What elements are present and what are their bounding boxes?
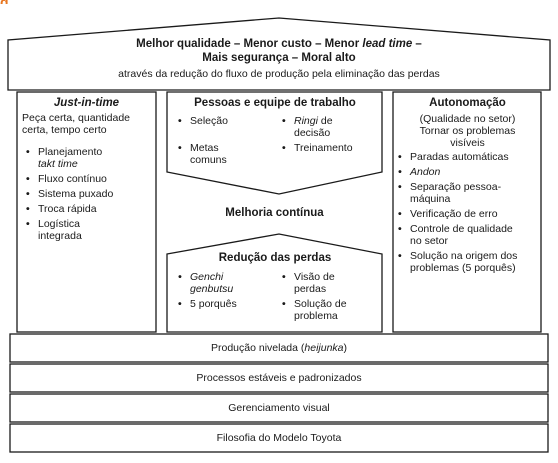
foundation-text: Produção nivelada ( <box>210 342 305 354</box>
list-item: Seleção <box>176 115 266 127</box>
right-pillar-title: Autonomação <box>429 97 506 109</box>
list-item: Genchi genbutsu <box>176 271 245 295</box>
roof-outline <box>7 17 551 91</box>
list-item: Controle de qualidade no setor <box>396 223 522 247</box>
waste-list-2: Visão de perdas Solução de problema <box>280 271 375 325</box>
list-item: 5 porquês <box>176 298 271 310</box>
continuous-improvement-label: Melhoria contínua <box>225 207 324 219</box>
item-text: de decisão <box>294 115 333 139</box>
roof-subtitle: através da redução do fluxo de produção … <box>118 68 440 80</box>
list-item: Separação pessoa-máquina <box>396 181 505 205</box>
list-item: Andon <box>396 166 539 178</box>
list-item: Verificação de erro <box>396 208 539 220</box>
left-pillar: Just-in-time Peça certa, quantidade cert… <box>20 97 153 245</box>
waste-box: Redução das perdas Genchi genbutsu 5 por… <box>170 252 380 331</box>
right-pillar-list: Paradas automáticas Andon Separação pess… <box>396 151 539 274</box>
foundation-text-italic: heijunka <box>304 342 344 354</box>
right-pillar-intro-1: (Qualidade no setor) <box>419 113 516 125</box>
people-title: Pessoas e equipe de trabalho <box>194 97 356 109</box>
foundation-text: ) <box>343 342 348 354</box>
people-box: Pessoas e equipe de trabalho Seleção Met… <box>170 97 380 175</box>
foundation-row-2 <box>9 363 549 393</box>
waste-title: Redução das perdas <box>218 252 332 264</box>
roof-line-1-c: – <box>412 38 422 50</box>
roof-line-1: Melhor qualidade – Menor custo – Menor l… <box>20 37 538 51</box>
roof-line-1-b: lead time <box>362 38 413 50</box>
waste-list-1: Genchi genbutsu 5 porquês <box>176 271 271 313</box>
list-item: Logística integrada <box>24 218 108 242</box>
list-item: Troca rápida <box>24 203 153 215</box>
list-item: Ringi de decisão <box>280 115 344 139</box>
cropped-title: g <box>0 0 60 4</box>
list-item: Solução de problema <box>280 298 364 322</box>
item-text-italic: Ringi <box>294 115 318 127</box>
list-item: Fluxo contínuo <box>24 173 153 185</box>
left-pillar-title: Just-in-time <box>53 97 120 109</box>
list-item: Metas comuns <box>176 142 230 166</box>
list-item: Visão de perdas <box>280 271 349 295</box>
item-text: Planejamento <box>38 146 103 158</box>
foundation-row-4 <box>9 423 549 453</box>
foundation-row-1 <box>9 333 549 363</box>
foundation-label-1: Produção nivelada (heijunka) <box>10 342 548 354</box>
list-item: Solução na origem dos problemas (5 porqu… <box>396 250 522 274</box>
people-list-1: Seleção Metas comuns <box>176 115 266 169</box>
list-item: Paradas automáticas <box>396 151 539 163</box>
right-pillar: Autonomação (Qualidade no setor) Tornar … <box>396 97 539 277</box>
roof-line-2: Mais segurança – Moral alto <box>202 52 356 64</box>
left-pillar-intro: Peça certa, quantidade certa, tempo cert… <box>22 112 130 136</box>
foundation-label-2: Processos estáveis e padronizados <box>196 372 362 384</box>
list-item: Treinamento <box>280 142 375 154</box>
foundation-label-4: Filosofia do Modelo Toyota <box>216 432 342 444</box>
item-text-italic: takt time <box>38 158 78 170</box>
people-list-2: Ringi de decisão Treinamento <box>280 115 375 157</box>
right-pillar-intro-2: Tornar os problemas visíveis <box>419 125 516 149</box>
foundation-row-3 <box>9 393 549 423</box>
foundation-label-3: Gerenciamento visual <box>228 402 330 414</box>
roof-line-1-a: Melhor qualidade – Menor custo – Menor <box>136 38 363 50</box>
list-item: Sistema puxado <box>24 188 153 200</box>
